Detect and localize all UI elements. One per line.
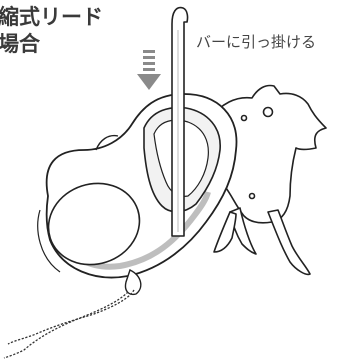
heading-line-1: 縮式リード xyxy=(0,5,103,29)
heading: 縮式リード 場合 xyxy=(0,4,103,58)
down-arrow-icon xyxy=(137,50,161,90)
leash-handle xyxy=(37,93,238,296)
callout-label: バーに引っ掛ける xyxy=(196,33,317,51)
ball-chain xyxy=(3,289,135,359)
bracket-legs xyxy=(213,207,311,276)
bar xyxy=(171,6,189,237)
heading-line-2: 場合 xyxy=(0,32,40,56)
